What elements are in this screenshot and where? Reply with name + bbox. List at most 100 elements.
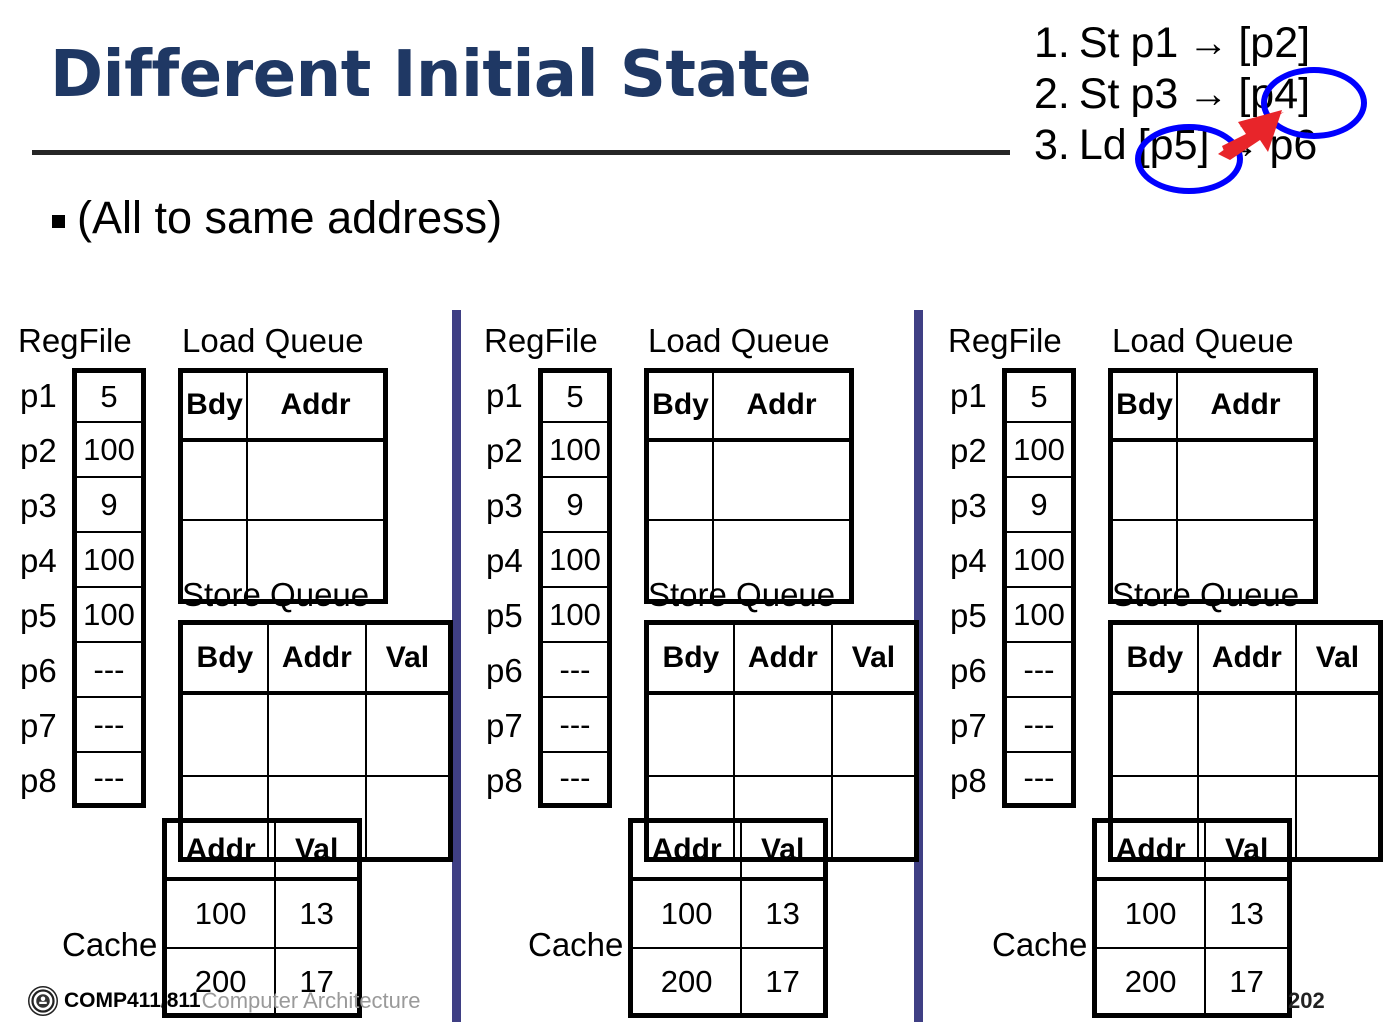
bullet-square-icon — [52, 214, 65, 228]
regfile-reg-name: p7 — [950, 706, 987, 744]
cell-bdy — [649, 692, 735, 778]
instruction-number: 3. — [1034, 121, 1070, 170]
column-header-addr: Addr — [246, 373, 383, 442]
table-row — [649, 438, 849, 522]
instruction-dst: p6 — [1269, 121, 1318, 170]
cell-val — [364, 692, 448, 778]
column-header-bdy: Bdy — [1113, 625, 1199, 696]
table-row: 200 17 — [1097, 947, 1287, 1015]
regfile-reg-value: 9 — [538, 478, 612, 533]
regfile-reg-value: --- — [72, 643, 146, 698]
table-header-row: Bdy Addr Val — [649, 625, 914, 696]
cell-addr — [1176, 438, 1313, 522]
cell-addr — [1196, 692, 1297, 778]
cell-val — [1294, 775, 1378, 857]
instruction-op: St — [1078, 19, 1120, 68]
university-seal-icon — [28, 986, 58, 1016]
regfile-reg-name: p3 — [20, 486, 57, 524]
regfile-row: p5 100 — [950, 588, 1076, 643]
regfile-row: p4 100 — [20, 533, 146, 588]
cell-bdy — [183, 438, 248, 522]
instruction-src: p1 — [1130, 19, 1179, 68]
cache-label: Cache — [992, 926, 1088, 963]
regfile-reg-value: 100 — [538, 588, 612, 643]
cell-addr — [732, 692, 833, 778]
regfile-reg-name: p4 — [486, 541, 523, 579]
footer: COMP411/811 Computer Architecture — [28, 986, 420, 1016]
regfile-reg-name: p2 — [950, 431, 987, 469]
table-header-row: Bdy Addr Val — [183, 625, 448, 696]
cell-val: 13 — [274, 878, 357, 949]
cell-val: 13 — [740, 878, 823, 949]
regfile-reg-value: --- — [538, 698, 612, 753]
regfile-row: p4 100 — [950, 533, 1076, 588]
regfile-row: p5 100 — [20, 588, 146, 643]
regfile-row: p4 100 — [486, 533, 612, 588]
regfile-reg-value: 100 — [538, 533, 612, 588]
state-panel-1: RegFile Load Queue Store Queue Cache p1 … — [10, 318, 453, 1030]
regfile-reg-value: --- — [1002, 753, 1076, 808]
annotation-arrow-icon — [1218, 110, 1284, 160]
table-header-row: Bdy Addr — [1113, 373, 1313, 442]
instruction-dst: [p4] — [1238, 70, 1311, 119]
cell-addr: 100 — [633, 878, 743, 949]
regfile-reg-name: p1 — [950, 376, 987, 414]
instruction-line-2: 2. St p3 → [p4] — [1034, 69, 1317, 120]
regfile-reg-value: 100 — [1002, 423, 1076, 478]
footer-course-name: Computer Architecture — [201, 988, 421, 1013]
regfile-reg-name: p4 — [950, 541, 987, 579]
regfile-label: RegFile — [484, 322, 598, 359]
table-row: 200 17 — [167, 947, 357, 1015]
regfile-reg-name: p1 — [486, 376, 523, 414]
instruction-number: 2. — [1034, 70, 1070, 119]
regfile-row: p2 100 — [950, 423, 1076, 478]
table-row: 100 13 — [167, 878, 357, 949]
cell-addr — [266, 692, 367, 778]
table-header-row: Bdy Addr — [183, 373, 383, 442]
cell-val: 13 — [1204, 878, 1287, 949]
regfile-reg-name: p6 — [950, 651, 987, 689]
cell-val: 17 — [1204, 947, 1287, 1015]
regfile-reg-value: 9 — [72, 478, 146, 533]
table-row: 200 17 — [633, 947, 823, 1015]
column-header-addr: Addr — [732, 625, 833, 696]
regfile-reg-name: p1 — [20, 376, 57, 414]
regfile-reg-name: p3 — [950, 486, 987, 524]
regfile-row: p7 --- — [950, 698, 1076, 753]
cell-bdy — [183, 692, 269, 778]
arrow-right-icon: → — [1188, 20, 1229, 65]
regfile-row: p1 5 — [486, 368, 612, 423]
cell-bdy — [649, 438, 714, 522]
instruction-list: 1. St p1 → [p2] 2. St p3 → [p4] 3. Ld [p… — [1034, 18, 1317, 171]
regfile-reg-value: --- — [72, 753, 146, 808]
cell-bdy — [183, 519, 248, 599]
regfile-reg-name: p5 — [20, 596, 57, 634]
regfile-row: p2 100 — [486, 423, 612, 478]
cell-bdy — [1113, 438, 1178, 522]
footer-course-code: COMP411/811 — [64, 989, 201, 1012]
load-queue-label: Load Queue — [1112, 322, 1294, 359]
page-title: Different Initial State — [50, 38, 812, 112]
regfile-row: p8 --- — [950, 753, 1076, 808]
regfile-reg-name: p8 — [20, 761, 57, 799]
bullet-row: (All to same address) — [52, 192, 502, 244]
regfile-reg-value: --- — [72, 698, 146, 753]
regfile-reg-name: p3 — [486, 486, 523, 524]
regfile-reg-value: 100 — [72, 588, 146, 643]
column-header-val: Val — [1294, 625, 1378, 696]
regfile-reg-value: 5 — [1002, 368, 1076, 423]
table-row: 100 13 — [633, 878, 823, 949]
cell-addr — [712, 438, 849, 522]
instruction-src: p3 — [1130, 70, 1179, 119]
table-row — [1113, 519, 1313, 599]
column-header-bdy: Bdy — [183, 373, 248, 442]
cell-val — [830, 775, 914, 857]
regfile-reg-name: p5 — [950, 596, 987, 634]
state-panel-3: RegFile Load Queue Store Queue Cache p1 … — [940, 318, 1383, 1030]
regfile-row: p6 --- — [20, 643, 146, 698]
regfile-row: p6 --- — [950, 643, 1076, 698]
cell-addr — [246, 519, 383, 599]
load-queue-table: Bdy Addr — [178, 368, 388, 604]
column-header-addr: Addr — [1176, 373, 1313, 442]
cell-val — [364, 775, 448, 857]
